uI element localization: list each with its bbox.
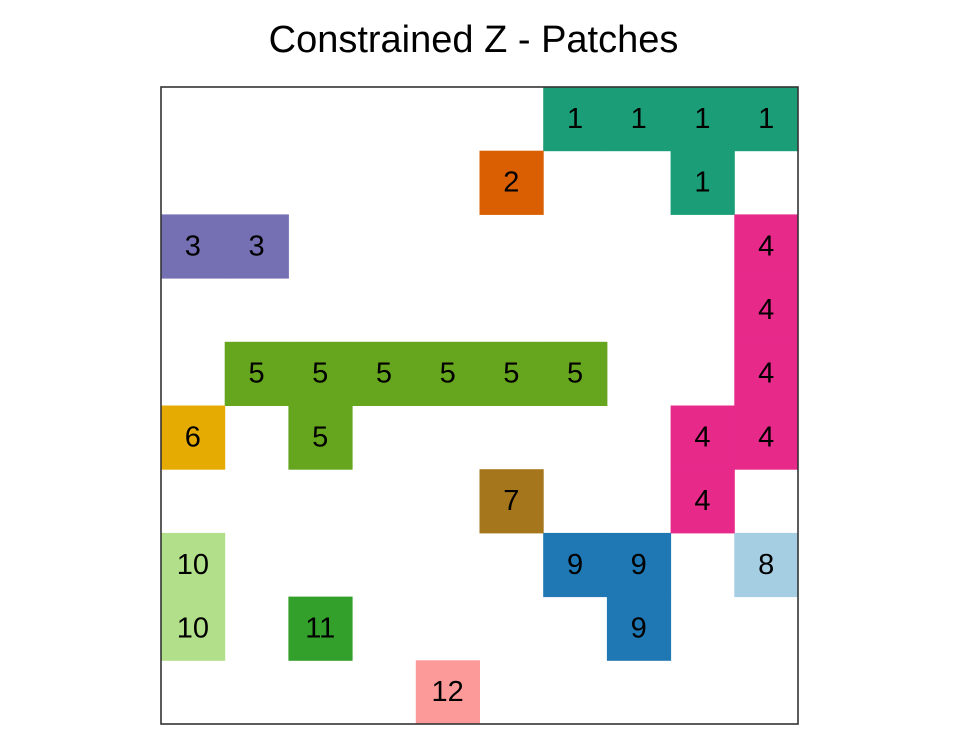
patch-cell (606, 596, 672, 661)
patch-label: 1 (694, 167, 710, 199)
patch-label: 4 (694, 485, 710, 517)
patch-cell (288, 405, 353, 470)
patch-label: 11 (305, 612, 335, 644)
patch-label: 5 (503, 358, 519, 390)
patch-label: 5 (440, 358, 456, 390)
patch-cell (415, 341, 480, 406)
patch-label: 5 (312, 421, 328, 453)
chart-title: Constrained Z - Patches (268, 19, 679, 61)
patch-label: 12 (432, 676, 464, 708)
patch-cell (734, 341, 799, 406)
patch-cell (734, 278, 799, 343)
patch-label: 5 (567, 358, 583, 390)
panel-border (160, 86, 799, 725)
patch-cell (479, 341, 544, 406)
patch-cell (161, 405, 226, 470)
patch-label: 5 (312, 358, 328, 390)
patch-cell (288, 341, 353, 406)
patch-cell (543, 532, 608, 598)
patch-cell (606, 87, 672, 152)
patch-label: 4 (758, 358, 774, 390)
patch-label: 4 (758, 294, 774, 326)
patch-label: 4 (758, 230, 774, 262)
patch-cell (670, 405, 735, 470)
patch-cell (224, 214, 289, 279)
patch-label: 4 (694, 421, 710, 453)
patch-label: 4 (758, 421, 774, 453)
patch-label: 9 (567, 549, 583, 581)
patch-cell (288, 596, 353, 661)
patch-label: 2 (503, 167, 519, 199)
patch-cell (670, 150, 735, 215)
patch-cell (543, 341, 608, 406)
patch-label: 3 (248, 230, 264, 262)
patch-cell (543, 87, 608, 152)
patch-cell (734, 87, 799, 152)
patch-cell (734, 405, 799, 470)
patch-label: 8 (758, 549, 774, 581)
patch-label: 1 (567, 103, 583, 135)
patch-cell (415, 660, 480, 725)
patch-cell (479, 469, 544, 534)
patch-label: 1 (631, 103, 647, 135)
patch-label: 5 (376, 358, 392, 390)
patch-label: 6 (185, 421, 201, 453)
patch-cell (734, 214, 799, 279)
patch-cell (479, 150, 544, 215)
patch-cell (161, 596, 226, 661)
patch-cell (161, 532, 226, 598)
patch-cell (670, 87, 735, 152)
patch-label: 1 (758, 103, 774, 135)
patch-cell (734, 532, 799, 598)
patch-label: 10 (177, 612, 209, 644)
patch-label: 10 (177, 549, 209, 581)
patch-cell (352, 341, 417, 406)
patch-label: 3 (185, 230, 201, 262)
patch-label: 9 (631, 549, 647, 581)
patch-cell (224, 341, 289, 406)
patch-label: 9 (631, 612, 647, 644)
patch-cell (161, 214, 226, 279)
patch-label: 1 (694, 103, 710, 135)
patch-cell (670, 469, 735, 534)
patch-label: 5 (248, 358, 264, 390)
patch-cell (606, 532, 672, 598)
patch-label: 7 (503, 485, 519, 517)
